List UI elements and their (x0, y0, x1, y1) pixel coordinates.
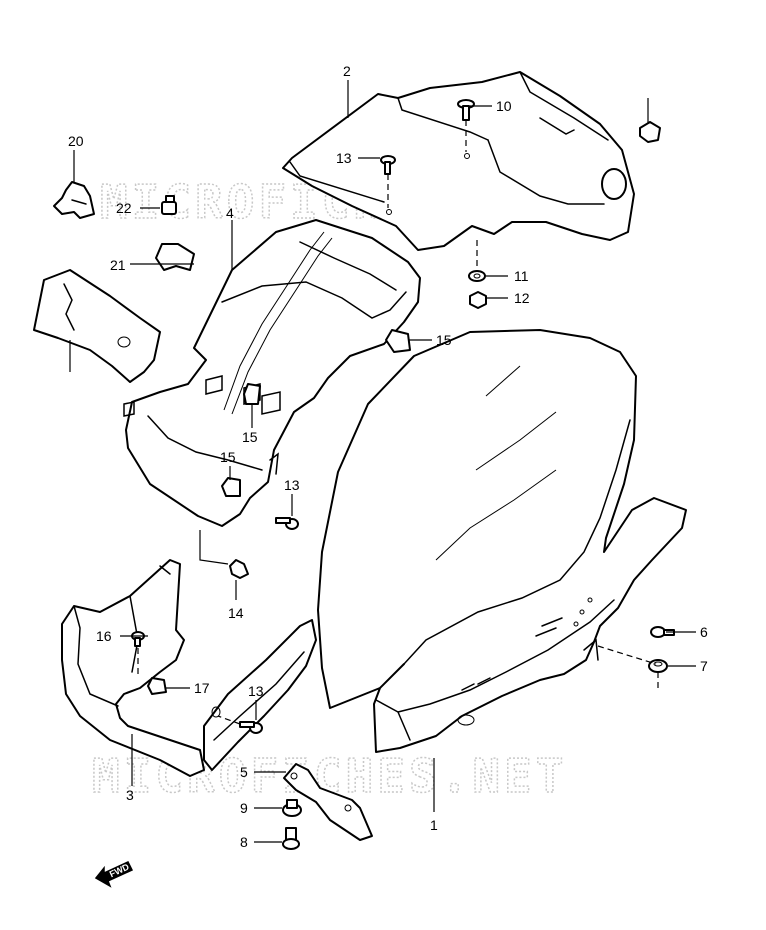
callout-7: 7 (700, 658, 708, 674)
part-lower-side-shield (203, 619, 317, 771)
callout-16: 16 (96, 628, 112, 644)
part-13-screw-mid (275, 517, 299, 530)
leader-lines (69, 80, 696, 843)
part-20-bolt (161, 195, 177, 215)
part-9-collar (282, 799, 302, 817)
callout-11: 11 (514, 268, 529, 284)
callout-14: 14 (228, 605, 244, 621)
callout-3: 3 (126, 787, 134, 803)
callout-13-mid: 13 (284, 477, 300, 493)
callout-19: 21 (110, 257, 126, 273)
callout-17: 17 (194, 680, 210, 696)
part-8-bolt (282, 827, 300, 850)
part-19-clip (155, 243, 195, 271)
callout-15-a: 15 (436, 332, 452, 348)
part-15-clip-c (221, 477, 241, 497)
part-22-nut (639, 121, 661, 143)
part-17-clip (147, 677, 167, 695)
callout-2: 2 (343, 63, 351, 79)
fwd-arrow-icon: FWD (94, 861, 134, 888)
callout-13-low: 13 (248, 683, 264, 699)
part-4-inner-fender (123, 219, 421, 527)
part-1-rear-hugger (317, 329, 687, 753)
part-2-rear-fender-upper (282, 71, 635, 251)
callout-10: 10 (496, 98, 512, 114)
callout-15-b: 15 (242, 429, 258, 445)
part-5-bracket (283, 763, 373, 841)
callout-9: 9 (240, 800, 248, 816)
callout-8: 8 (240, 834, 248, 850)
callout-labels: 2 20 4 22 21 10 13 11 12 15 15 15 13 14 … (68, 63, 708, 850)
part-18-clip (53, 181, 95, 219)
part-13-screw-low (239, 721, 263, 734)
part-15-clip-a (385, 329, 411, 353)
part-12-nut (469, 291, 487, 309)
callout-4: 4 (226, 205, 234, 221)
callout-12: 12 (514, 290, 530, 306)
part-7-grommet (648, 659, 668, 673)
callout-1: 1 (430, 817, 438, 833)
callout-13-top: 13 (336, 150, 352, 166)
callout-20: 22 (116, 200, 132, 216)
callout-6: 6 (700, 624, 708, 640)
part-14-bolt (229, 559, 249, 579)
part-21-cover (33, 269, 161, 383)
callout-15-c: 15 (220, 449, 236, 465)
part-11-washer (468, 270, 486, 282)
callout-5: 5 (240, 764, 248, 780)
part-15-clip-b (243, 383, 261, 405)
callout-18: 20 (68, 133, 84, 149)
part-3-lower-panel (61, 559, 205, 777)
